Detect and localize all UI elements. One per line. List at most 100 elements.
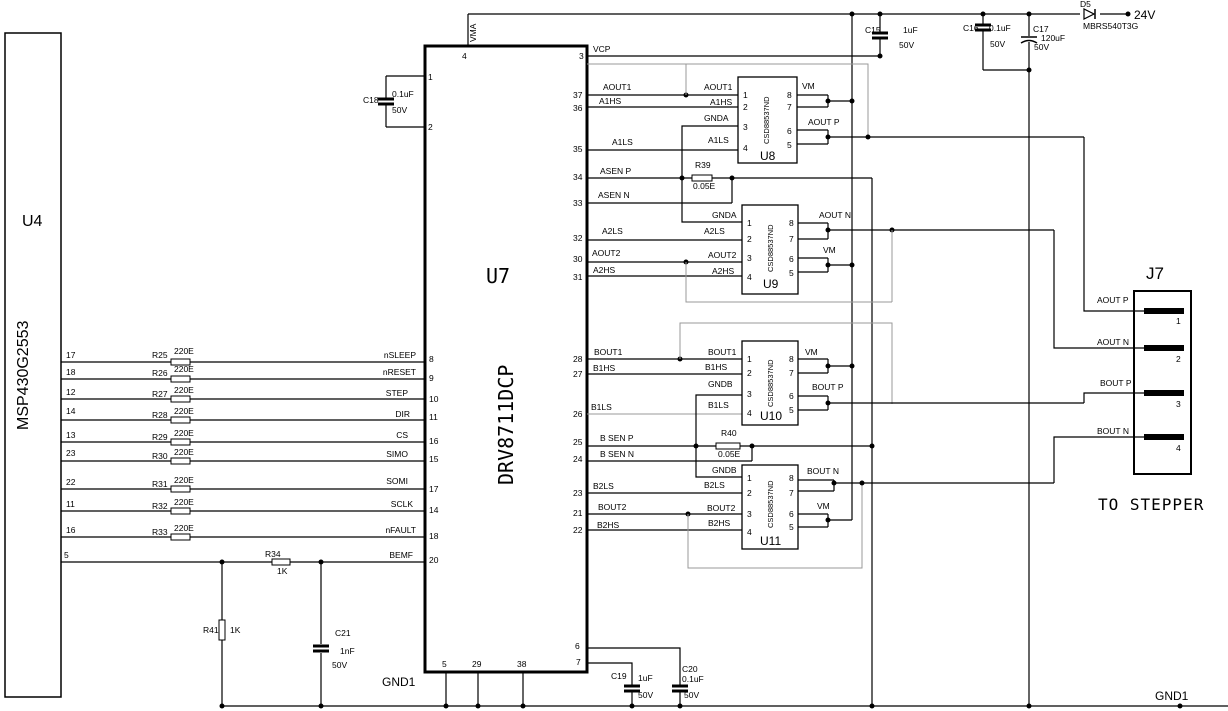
u8-label: A1HS	[710, 97, 733, 107]
c16-ref: C16	[963, 23, 979, 33]
u7-pin7: 7	[576, 657, 581, 667]
j7-pin-num: 3	[1176, 399, 1181, 409]
resistor-ref: R25	[152, 350, 168, 360]
svg-text:7: 7	[789, 234, 794, 244]
c16-value: 0.1uF	[989, 23, 1011, 33]
u7-pin2: 2	[428, 122, 433, 132]
vcp-pin: 3	[579, 51, 584, 61]
u7-pin1: 1	[428, 72, 433, 82]
j7-pin-num: 2	[1176, 354, 1181, 364]
pin-num: 22	[573, 525, 583, 535]
signal-name: BEMF	[389, 550, 413, 560]
u10-label: B1HS	[705, 362, 728, 372]
c15-value: 1uF	[903, 25, 918, 35]
resistor-value: 220E	[174, 406, 194, 416]
r39-ref: R39	[695, 160, 711, 170]
vcp-label: VCP	[593, 44, 611, 54]
c17-ref: C17	[1033, 24, 1049, 34]
sig-name: A1HS	[599, 96, 622, 106]
u9-label: GNDA	[712, 210, 737, 220]
svg-text:6: 6	[789, 254, 794, 264]
svg-text:5: 5	[787, 140, 792, 150]
u9-part: CSD88537ND	[766, 224, 775, 272]
svg-text:6: 6	[789, 391, 794, 401]
signal-name: SIMO	[386, 449, 408, 459]
c18-voltage: 50V	[392, 105, 407, 115]
u8-part: CSD88537ND	[762, 96, 771, 144]
pin-num: 35	[573, 144, 583, 154]
mosfet-u8	[737, 76, 1084, 164]
c21-value: 1nF	[340, 646, 355, 656]
pin-num: 28	[573, 354, 583, 364]
c20-value: 0.1uF	[682, 674, 704, 684]
u7-pin: 14	[429, 505, 439, 515]
mcu-u4-body	[4, 32, 62, 698]
driver-output-wires	[587, 92, 875, 706]
svg-text:8: 8	[789, 473, 794, 483]
j7-signal: BOUT P	[1100, 378, 1132, 388]
c18-value: 0.1uF	[392, 89, 414, 99]
mcu-pin-num: 22	[66, 477, 76, 487]
pin-num: 30	[573, 254, 583, 264]
j7-signal: BOUT N	[1097, 426, 1129, 436]
u9-ref: U9	[763, 277, 779, 291]
c20-voltage: 50V	[684, 690, 699, 700]
svg-text:8: 8	[787, 90, 792, 100]
driver-part: DRV8711DCP	[494, 365, 518, 485]
signal-name: DIR	[395, 409, 410, 419]
resistor-ref: R26	[152, 368, 168, 378]
u11-label: B2HS	[708, 518, 731, 528]
sig-name: B2LS	[593, 481, 614, 491]
sig-name: BOUT1	[594, 347, 623, 357]
u10-part: CSD88537ND	[766, 359, 775, 407]
resistor-value: 220E	[174, 364, 194, 374]
u7-pin: 18	[429, 531, 439, 541]
r39-value: 0.05E	[693, 181, 716, 191]
u7-pin6: 6	[575, 641, 580, 651]
u10-label: B1LS	[708, 400, 729, 410]
u8-ref: U8	[760, 149, 776, 163]
svg-text:4: 4	[747, 527, 752, 537]
mosfet-u9	[741, 204, 1054, 303]
vm-rail	[467, 8, 1131, 706]
u7-pin: 9	[429, 373, 434, 383]
u9-label: A2LS	[704, 226, 725, 236]
resistor-ref: R28	[152, 410, 168, 420]
c15-ref: C15	[865, 25, 881, 35]
u9-label: VM	[823, 245, 836, 255]
resistor-ref: R27	[152, 389, 168, 399]
u11-part: CSD88537ND	[766, 480, 775, 528]
u8-label: A1LS	[708, 135, 729, 145]
pin-num: 21	[573, 508, 583, 518]
driver-u7-body	[423, 44, 589, 674]
pin-num: 36	[573, 103, 583, 113]
pin-num: 23	[573, 488, 583, 498]
mcu-pin-num: 12	[66, 387, 76, 397]
u10-label: BOUT P	[812, 382, 844, 392]
svg-text:3: 3	[747, 509, 752, 519]
u9-pin-numbers: 1 2 3 4 8 7 6 5	[747, 218, 794, 282]
r41-value: 1K	[230, 625, 241, 635]
svg-text:2: 2	[747, 488, 752, 498]
u9-label: AOUT2	[708, 250, 737, 260]
u10-ref: U10	[760, 409, 782, 423]
resistor-value: 220E	[174, 385, 194, 395]
signal-name: SCLK	[391, 499, 414, 509]
mcu-pin-num: 14	[66, 406, 76, 416]
pin-num: 34	[573, 172, 583, 182]
j7-pin-num: 1	[1176, 316, 1181, 326]
mosfet-u11	[741, 464, 1054, 550]
svg-text:3: 3	[747, 253, 752, 263]
signal-name: nSLEEP	[384, 350, 416, 360]
j7-ref: J7	[1146, 264, 1164, 283]
svg-text:5: 5	[789, 268, 794, 278]
sig-name: ASEN P	[600, 166, 632, 176]
bemf-network	[218, 558, 329, 709]
gnd-label-right: GND1	[1155, 689, 1189, 703]
mcu-pin-num: 18	[66, 367, 76, 377]
u10-label: GNDB	[708, 379, 733, 389]
mcu-pin-num: 23	[66, 448, 76, 458]
u11-label: BOUT N	[807, 466, 839, 476]
c18-capacitor	[378, 75, 425, 128]
